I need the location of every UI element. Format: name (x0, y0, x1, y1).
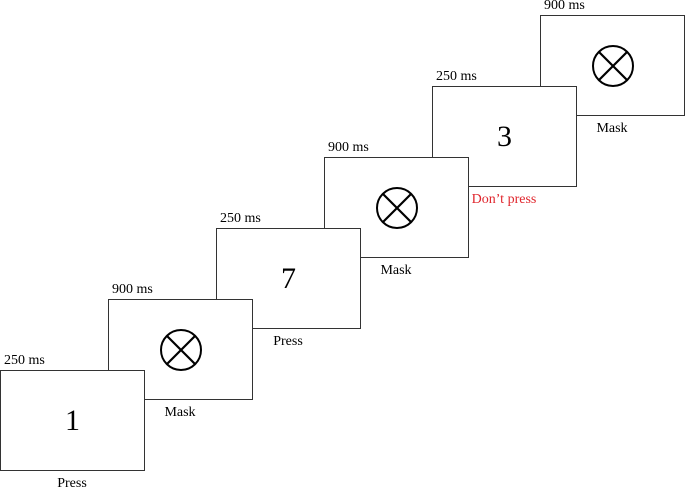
duration-label-3: 250 ms (220, 211, 261, 226)
response-label-4: Mask (380, 263, 412, 278)
response-label-2: Mask (164, 405, 196, 420)
stimulus-digit: 1 (65, 403, 80, 437)
duration-label-2: 900 ms (112, 282, 153, 297)
response-label-6: Mask (596, 121, 628, 136)
duration-label-6: 900 ms (544, 0, 585, 13)
duration-label-4: 900 ms (328, 140, 369, 155)
duration-label-1: 250 ms (4, 353, 45, 368)
response-label-5: Don’t press (471, 192, 537, 207)
stimulus-digit: 3 (497, 119, 512, 153)
mask-crossed-circle-icon (591, 44, 634, 87)
duration-label-5: 250 ms (436, 69, 477, 84)
response-label-3: Press (273, 334, 303, 349)
stimulus-screen-1: 1 (0, 370, 145, 471)
stimulus-screen-3: 7 (216, 228, 361, 329)
mask-crossed-circle-icon (375, 186, 418, 229)
stimulus-digit: 7 (281, 261, 296, 295)
mask-crossed-circle-icon (159, 328, 202, 371)
response-label-1: Press (57, 476, 87, 491)
